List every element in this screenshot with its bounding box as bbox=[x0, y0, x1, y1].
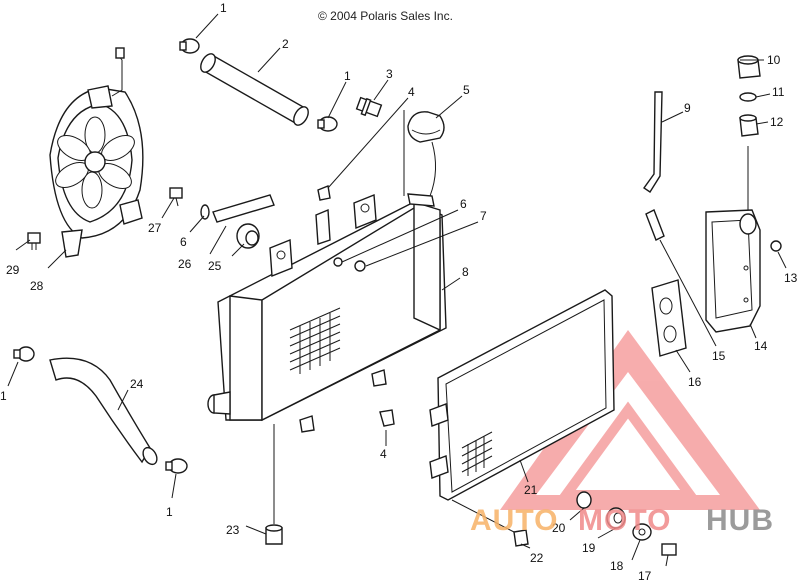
callout-14: 14 bbox=[754, 339, 768, 353]
watermark-word-hub: HUB bbox=[706, 504, 774, 537]
clamp-1-top bbox=[179, 38, 200, 54]
reservoir-cap-10 bbox=[737, 55, 761, 79]
callout-24: 24 bbox=[130, 377, 144, 391]
clip-4-bottom bbox=[379, 409, 395, 427]
bolt-17 bbox=[661, 543, 677, 567]
washer-6 bbox=[200, 204, 210, 220]
callout-15: 15 bbox=[712, 349, 726, 363]
callout-22: 22 bbox=[530, 551, 544, 565]
grommet-25 bbox=[236, 223, 260, 249]
callout-3: 3 bbox=[386, 67, 393, 81]
washer-18 bbox=[632, 523, 652, 541]
bolt-29 bbox=[27, 232, 41, 250]
callout-11: 11 bbox=[772, 85, 785, 99]
callout-12: 12 bbox=[770, 115, 784, 129]
clip-4-top bbox=[317, 185, 331, 201]
watermark-triangle bbox=[500, 330, 760, 510]
callout-10: 10 bbox=[767, 53, 781, 67]
nut-22 bbox=[513, 529, 529, 547]
hose-24 bbox=[49, 357, 158, 466]
callout-19: 19 bbox=[582, 541, 596, 555]
watermark-text: AUTO MOTO HUB bbox=[470, 504, 774, 537]
fitting-15 bbox=[645, 209, 665, 241]
callout-26: 26 bbox=[178, 257, 192, 271]
plug-13 bbox=[770, 240, 782, 252]
clamp-1-bottom bbox=[165, 458, 188, 474]
bolt-27 bbox=[169, 187, 183, 207]
callout-17: 17 bbox=[638, 569, 652, 580]
callout-1-left: 1 bbox=[0, 389, 7, 403]
watermark-word-moto: MOTO bbox=[578, 504, 671, 537]
callout-1-mid: 1 bbox=[344, 69, 351, 83]
callout-5: 5 bbox=[463, 83, 470, 97]
callout-16: 16 bbox=[688, 375, 702, 389]
rod-9 bbox=[643, 91, 663, 193]
callout-13: 13 bbox=[784, 271, 798, 285]
callout-4-bottom: 4 bbox=[380, 447, 387, 461]
clamp-1-left bbox=[13, 346, 35, 362]
clamp-1-mid bbox=[317, 116, 338, 132]
callout-25: 25 bbox=[208, 259, 222, 273]
hose-2 bbox=[200, 53, 309, 126]
callout-21: 21 bbox=[524, 483, 538, 497]
callout-9: 9 bbox=[684, 101, 691, 115]
callout-1-top: 1 bbox=[220, 1, 227, 15]
callout-6-left: 6 bbox=[180, 235, 187, 249]
drain-plug-23 bbox=[265, 524, 283, 545]
callout-1-bottom: 1 bbox=[166, 505, 173, 519]
callout-2: 2 bbox=[282, 37, 289, 51]
callout-20: 20 bbox=[552, 521, 566, 535]
cooling-fan bbox=[49, 47, 144, 258]
radiator-cap-5 bbox=[407, 111, 445, 143]
callout-8: 8 bbox=[462, 265, 469, 279]
watermark-triangle-inner bbox=[556, 401, 700, 500]
copyright-notice: © 2004 Polaris Sales Inc. bbox=[318, 9, 453, 23]
callout-23: 23 bbox=[226, 523, 240, 537]
fitting-3 bbox=[355, 96, 383, 118]
o-ring-11 bbox=[739, 92, 757, 102]
callout-28: 28 bbox=[30, 279, 44, 293]
radiator-core-grille bbox=[289, 307, 341, 374]
reservoir-neck-12 bbox=[739, 114, 759, 137]
bracket-26 bbox=[212, 194, 275, 223]
callout-27: 27 bbox=[148, 221, 162, 235]
callout-6-right: 6 bbox=[460, 197, 467, 211]
callout-18: 18 bbox=[610, 559, 624, 573]
callout-7: 7 bbox=[480, 209, 487, 223]
bracket-16 bbox=[651, 279, 687, 357]
callout-4-top: 4 bbox=[408, 85, 415, 99]
leader-lines bbox=[7, 13, 787, 561]
watermark-word-auto: AUTO bbox=[470, 504, 558, 537]
coolant-reservoir-14 bbox=[705, 209, 761, 333]
radiator-screen-21 bbox=[429, 289, 615, 501]
callout-29: 29 bbox=[6, 263, 20, 277]
watermark-logo bbox=[500, 330, 760, 510]
